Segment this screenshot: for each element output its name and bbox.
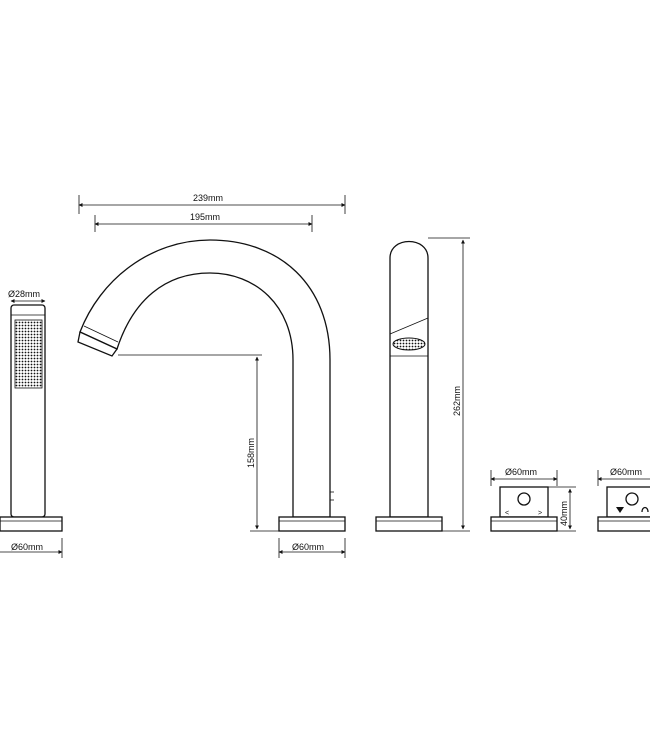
- handle2-diameter-dim-label: Ø60mm: [610, 467, 642, 477]
- side-view-base: [375, 516, 443, 532]
- side-height-dim-label: 262mm: [452, 386, 462, 416]
- handle1-group: Ø60mm < > 40mm: [490, 467, 576, 532]
- handle1-height-dim-label: 40mm: [559, 501, 569, 526]
- spout-base: [278, 516, 346, 532]
- side-view-aerator: [392, 337, 426, 351]
- spout-height-dim-label: 158mm: [246, 438, 256, 468]
- handshower-head-dim-label: Ø28mm: [8, 289, 40, 299]
- spout-outlet-ring: [83, 325, 119, 343]
- side-view-body: [389, 240, 429, 518]
- side-view-group: 262mm: [375, 237, 470, 532]
- handshower-group: Ø28mm Ø60mm: [0, 289, 63, 558]
- handle2-hot-arrow-icon: [641, 506, 649, 513]
- handshower-base: [0, 516, 63, 532]
- handle1-marker-right: >: [538, 510, 542, 517]
- spout-gooseneck-body: [79, 239, 331, 518]
- spout-width-dim-label: 239mm: [193, 193, 223, 203]
- spout-reach-dim-label: 195mm: [190, 212, 220, 222]
- handshower-head-mesh: [14, 319, 43, 389]
- spout-outlet: [77, 331, 118, 357]
- handle2-lever-circle: [625, 492, 639, 506]
- handle2-cold-arrow-icon: [616, 507, 624, 513]
- spout-base-dim-label: Ø60mm: [292, 542, 324, 552]
- handle2-base: [597, 516, 650, 532]
- side-view-contour-a: [389, 317, 429, 335]
- spout-group: 239mm 195mm 158mm Ø60mm: [77, 193, 346, 558]
- handle1-base: [490, 516, 558, 532]
- handle1-marker-left: <: [505, 510, 509, 517]
- handle1-diameter-dim-label: Ø60mm: [505, 467, 537, 477]
- handle1-lever-circle: [517, 492, 531, 506]
- handshower-base-dim-label: Ø60mm: [11, 542, 43, 552]
- handle2-group: Ø60mm: [597, 467, 650, 532]
